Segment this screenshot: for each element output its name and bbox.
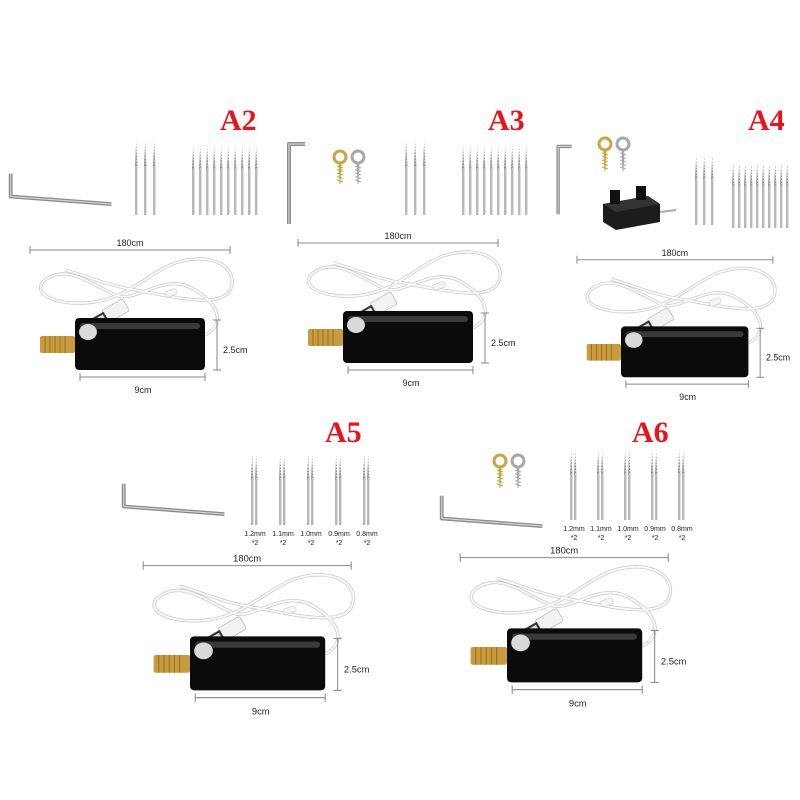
variant-label: A5 xyxy=(325,416,362,449)
diameter-label: 2.5cm xyxy=(766,353,790,363)
svg-text:*2: *2 xyxy=(652,535,659,542)
length-label: 9cm xyxy=(134,385,151,395)
bit-size-label: 0.8mm *2 xyxy=(356,531,378,547)
eye-screws-icon xyxy=(597,136,631,171)
drill-bits-1.2mm xyxy=(570,450,577,520)
usb-mini-drill: 180cm 2.5cm 9cm xyxy=(29,238,248,395)
bit-size-label: 1.1mm *2 xyxy=(272,531,294,547)
drill-bits-icon xyxy=(135,140,156,215)
cable-length-label: 180cm xyxy=(550,545,578,555)
drill-bits-1.0mm xyxy=(307,455,314,525)
drill-body xyxy=(507,628,643,683)
usb-mini-drill: 180cm 2.5cm 9cm xyxy=(459,545,687,708)
bit-size-label: 1.0mm *2 xyxy=(300,531,322,547)
svg-text:0.8mm: 0.8mm xyxy=(356,531,378,538)
svg-text:0.9mm: 0.9mm xyxy=(328,531,350,538)
drill-body xyxy=(343,311,473,363)
hex-key-icon xyxy=(439,495,543,528)
drill-bits-icon xyxy=(695,155,714,225)
bit-size-label: 1.2mm *2 xyxy=(563,526,585,542)
hex-key-icon xyxy=(556,144,572,215)
cable-length-label: 180cm xyxy=(384,231,411,241)
drill-bits-icon xyxy=(732,163,789,228)
usb-mini-drill: 180cm 2.5cm 9cm xyxy=(142,553,370,716)
drill-body xyxy=(75,318,205,370)
eye-screws-icon xyxy=(332,149,366,184)
switch-label-icon xyxy=(79,324,97,340)
svg-text:0.8mm: 0.8mm xyxy=(671,526,693,533)
brass-chuck-icon xyxy=(153,655,190,673)
svg-text:*2: *2 xyxy=(252,540,259,547)
drill-bits-icon xyxy=(405,140,426,215)
drill-bits-1.0mm xyxy=(624,450,631,520)
svg-text:1.2mm: 1.2mm xyxy=(244,531,266,538)
length-label: 9cm xyxy=(679,392,696,402)
svg-text:*2: *2 xyxy=(364,540,371,547)
svg-text:1.2mm: 1.2mm xyxy=(563,526,585,533)
variant-label: A3 xyxy=(488,104,525,137)
svg-text:*2: *2 xyxy=(679,535,686,542)
brass-chuck-icon xyxy=(40,336,75,353)
hex-key-icon xyxy=(287,142,305,224)
svg-text:*2: *2 xyxy=(308,540,315,547)
diameter-label: 2.5cm xyxy=(344,665,370,675)
switch-label-icon xyxy=(194,642,213,660)
drill-bits-1.1mm xyxy=(597,450,604,520)
diameter-label: 2.5cm xyxy=(223,345,248,355)
variant-label: A6 xyxy=(632,416,669,449)
switch-label-icon xyxy=(511,634,530,652)
hex-key-icon xyxy=(8,173,112,206)
diameter-label: 2.5cm xyxy=(491,338,516,348)
svg-text:1.1mm: 1.1mm xyxy=(272,531,294,538)
variant-label: A2 xyxy=(220,104,257,137)
brass-chuck-icon xyxy=(586,343,621,361)
bit-size-label: 0.8mm *2 xyxy=(671,526,693,542)
bit-size-label: 1.1mm *2 xyxy=(590,526,612,542)
svg-text:1.0mm: 1.0mm xyxy=(300,531,322,538)
svg-text:0.9mm: 0.9mm xyxy=(644,526,666,533)
length-label: 9cm xyxy=(252,706,270,716)
bit-size-label: 1.0mm *2 xyxy=(617,526,639,542)
bit-size-label: 0.9mm *2 xyxy=(328,531,350,547)
drill-bits-icon xyxy=(192,145,258,215)
svg-text:*2: *2 xyxy=(336,540,343,547)
svg-text:1.1mm: 1.1mm xyxy=(590,526,612,533)
switch-label-icon xyxy=(624,332,643,348)
hex-key-icon xyxy=(121,483,225,516)
bit-size-label: 1.2mm *2 xyxy=(244,531,266,547)
drill-bits-1.1mm xyxy=(279,455,286,525)
drill-bits-icon xyxy=(462,145,528,215)
usb-mini-drill: 180cm 2.5cm 9cm xyxy=(297,231,516,388)
switch-label-icon xyxy=(347,317,365,333)
drill-body xyxy=(621,326,749,378)
svg-text:*2: *2 xyxy=(598,535,605,542)
length-label: 9cm xyxy=(402,378,419,388)
drill-bits-0.8mm xyxy=(363,455,370,525)
cable-length-label: 180cm xyxy=(116,238,143,248)
drill-bits-0.9mm xyxy=(651,450,658,520)
svg-text:*2: *2 xyxy=(280,540,287,547)
brass-chuck-icon xyxy=(470,647,507,665)
bench-vise-icon xyxy=(603,186,677,230)
variant-label: A4 xyxy=(748,104,785,137)
cable-length-label: 180cm xyxy=(662,248,688,258)
svg-text:*2: *2 xyxy=(571,535,578,542)
length-label: 9cm xyxy=(569,698,587,708)
bit-size-label: 0.9mm *2 xyxy=(644,526,666,542)
usb-mini-drill: 180cm 2.5cm 9cm xyxy=(576,248,790,402)
diameter-label: 2.5cm xyxy=(661,657,687,667)
svg-text:*2: *2 xyxy=(625,535,632,542)
drill-bits-0.8mm xyxy=(678,450,685,520)
cable-length-label: 180cm xyxy=(233,553,261,563)
drill-bits-1.2mm xyxy=(251,455,258,525)
drill-bits-0.9mm xyxy=(335,455,342,525)
drill-body xyxy=(190,636,326,691)
svg-text:1.0mm: 1.0mm xyxy=(617,526,639,533)
eye-screws-icon xyxy=(492,453,526,488)
brass-chuck-icon xyxy=(308,329,343,346)
